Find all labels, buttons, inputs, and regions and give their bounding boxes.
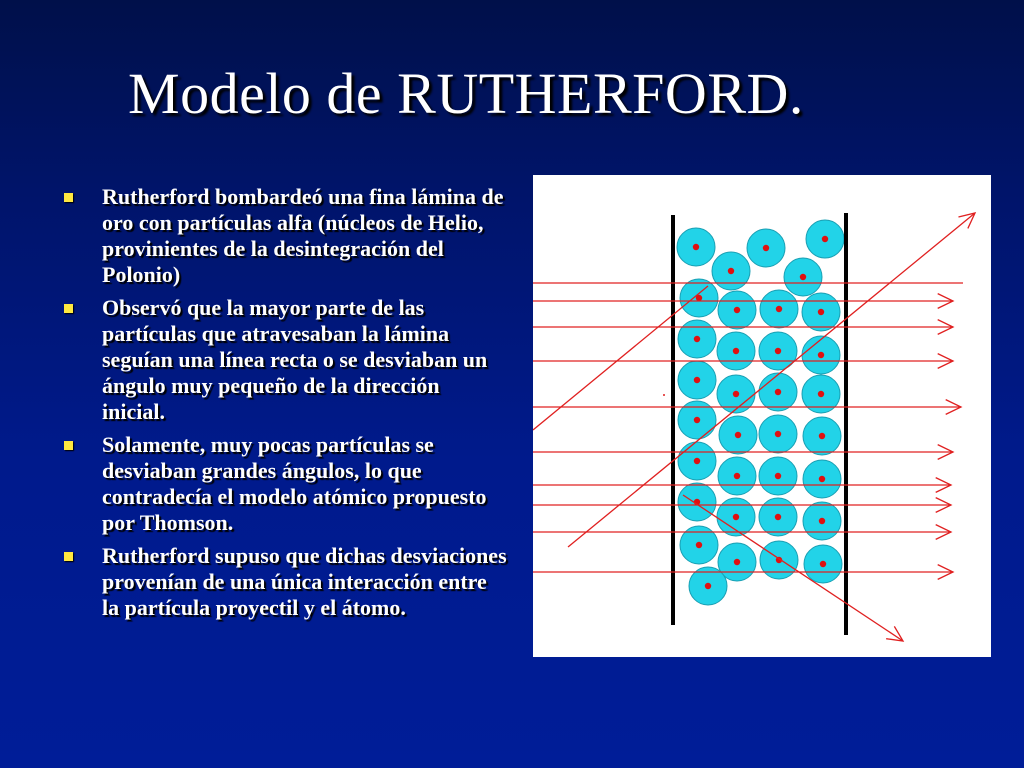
atom-nucleus	[695, 541, 703, 549]
atom-nucleus	[774, 472, 782, 480]
bullet-item: Solamente, muy pocas partículas se desvi…	[58, 432, 508, 536]
atom-nucleus	[692, 243, 700, 251]
arrow-head-icon	[935, 497, 953, 513]
arrow-head-icon	[945, 399, 963, 415]
alpha-ray-deflected-down	[682, 494, 904, 642]
atom-nucleus	[774, 430, 782, 438]
bullet-text: Rutherford bombardeó una fina lámina de …	[102, 184, 504, 287]
atom-nucleus	[817, 351, 825, 359]
atom-nucleus	[727, 267, 735, 275]
square-bullet-icon	[64, 304, 73, 313]
atom-nucleus	[818, 475, 826, 483]
atom-nucleus	[693, 416, 701, 424]
atom-nucleus	[693, 457, 701, 465]
atom-nucleus	[733, 558, 741, 566]
bullet-text: Solamente, muy pocas partículas se desvi…	[102, 432, 487, 535]
arrow-head-icon	[935, 524, 953, 540]
square-bullet-icon	[64, 552, 73, 561]
atom-nucleus	[818, 517, 826, 525]
rutherford-gold-foil-diagram	[533, 175, 991, 657]
arrow-head-icon	[935, 477, 953, 493]
atom-nucleus	[732, 390, 740, 398]
atom-nucleus	[774, 388, 782, 396]
atom-nucleus	[732, 347, 740, 355]
alpha-ray-backscattered	[533, 285, 709, 431]
atom-nucleus	[693, 376, 701, 384]
atom-nucleus	[734, 431, 742, 439]
arrow-head-icon	[937, 564, 955, 580]
atom-nucleus	[819, 560, 827, 568]
bullet-item: Rutherford bombardeó una fina lámina de …	[58, 184, 508, 288]
bullet-list: Rutherford bombardeó una fina lámina de …	[58, 184, 508, 628]
arrow-head-icon	[937, 353, 955, 369]
diagram-canvas	[533, 212, 977, 642]
arrow-head-icon	[937, 444, 955, 460]
alpha-ray-deflected-up	[567, 212, 976, 548]
atom-nucleus	[817, 390, 825, 398]
slide-title: Modelo de RUTHERFORD.	[128, 61, 804, 126]
atom-nucleus	[821, 235, 829, 243]
square-bullet-icon	[64, 441, 73, 450]
arrow-head-icon	[958, 212, 977, 229]
arrow-head-icon	[937, 319, 955, 335]
atom-nucleus	[733, 306, 741, 314]
atom-nucleus	[762, 244, 770, 252]
atom-nucleus	[695, 294, 703, 302]
arrow-head-icon	[886, 626, 905, 642]
arrow-head-icon	[937, 293, 955, 309]
atom-nucleus	[693, 335, 701, 343]
bullet-text: Rutherford supuso que dichas desviacione…	[102, 543, 507, 620]
atom-nucleus	[775, 305, 783, 313]
atom-nucleus	[799, 273, 807, 281]
square-bullet-icon	[64, 193, 73, 202]
atom-nucleus	[817, 308, 825, 316]
bullet-item: Observó que la mayor parte de las partíc…	[58, 295, 508, 425]
atom-nucleus	[704, 582, 712, 590]
atom-nucleus	[774, 347, 782, 355]
atom-nucleus	[818, 432, 826, 440]
bullet-text: Observó que la mayor parte de las partíc…	[102, 295, 488, 424]
bullet-item: Rutherford supuso que dichas desviacione…	[58, 543, 508, 621]
atom-nucleus	[774, 513, 782, 521]
atom-nucleus	[732, 513, 740, 521]
atom-nucleus	[733, 472, 741, 480]
ray-dot	[663, 394, 665, 396]
